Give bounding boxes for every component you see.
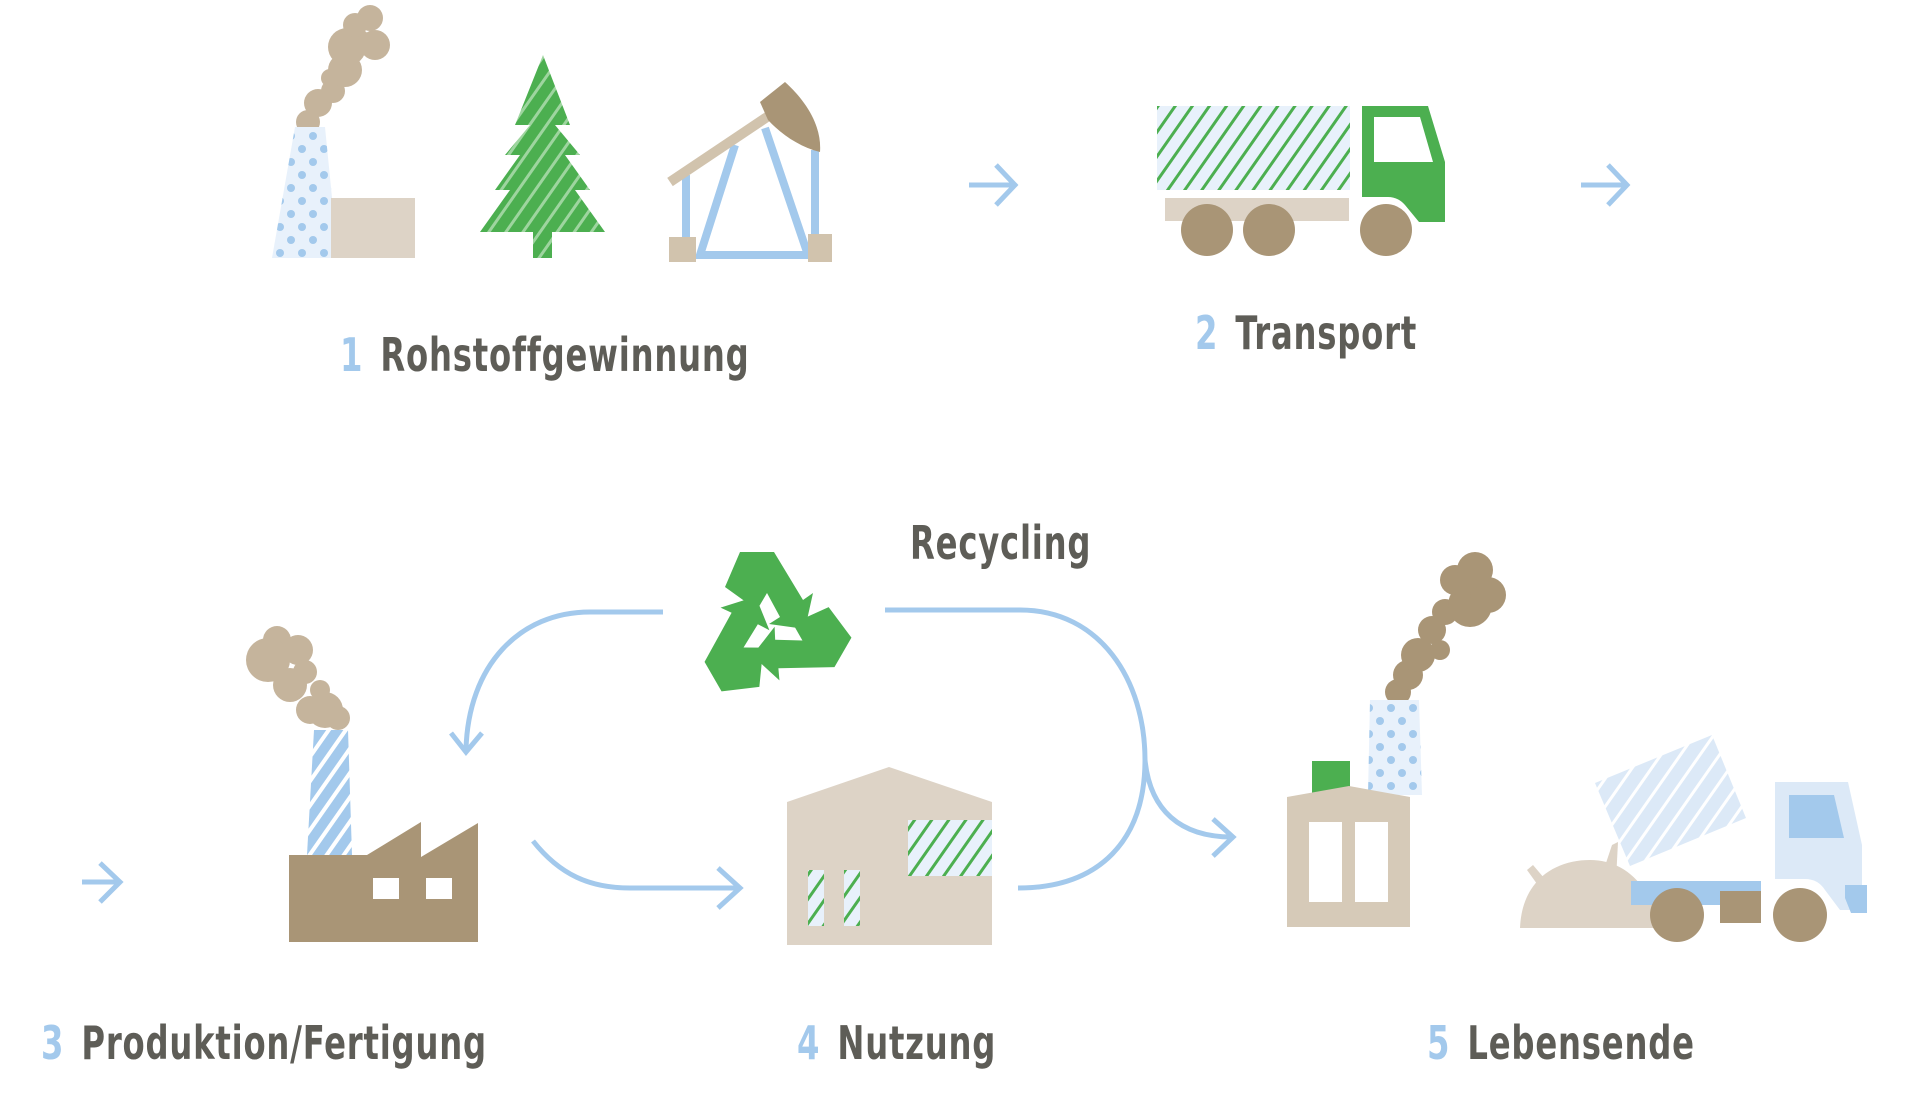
- stage-title: Lebensende: [1467, 1016, 1695, 1070]
- power-plant-icon: [272, 5, 415, 258]
- stage-5-label: 5 Lebensende: [1427, 1016, 1695, 1070]
- stage-number: 5: [1427, 1016, 1451, 1070]
- stage-number: 3: [41, 1016, 65, 1070]
- smoke-icon: [296, 5, 390, 134]
- stage-3-label: 3 Produktion/Fertigung: [41, 1016, 487, 1070]
- factory-icon: [246, 626, 478, 942]
- stage-number: 1: [340, 328, 364, 382]
- recycle-flow-arrows: [449, 607, 1237, 910]
- incinerator-icon: [1287, 552, 1506, 927]
- smoke-icon: [246, 626, 350, 730]
- stage-number: 2: [1195, 306, 1219, 360]
- stage-number: 4: [797, 1016, 821, 1070]
- stage-title: Nutzung: [837, 1016, 997, 1070]
- truck-icon: [1157, 106, 1445, 256]
- recycling-label: Recycling: [910, 516, 1092, 570]
- arrow-icon: [969, 163, 1019, 207]
- stage-title: Produktion/Fertigung: [81, 1016, 487, 1070]
- stage-2-label: 2 Transport: [1195, 306, 1417, 360]
- house-icon: [787, 767, 992, 945]
- stage-title: Transport: [1235, 306, 1418, 360]
- recycle-icon: [685, 552, 859, 705]
- stage-1-label: 1 Rohstoffgewinnung: [340, 328, 750, 382]
- tree-icon: [480, 55, 605, 258]
- arrow-icon: [82, 861, 124, 904]
- arrow-icon: [1581, 163, 1631, 207]
- stage-4-label: 4 Nutzung: [797, 1016, 996, 1070]
- smoke-icon: [1385, 552, 1506, 705]
- dump-truck-icon: [1520, 735, 1867, 942]
- stage-title: Rohstoffgewinnung: [380, 328, 750, 382]
- oil-pump-icon: [667, 82, 832, 262]
